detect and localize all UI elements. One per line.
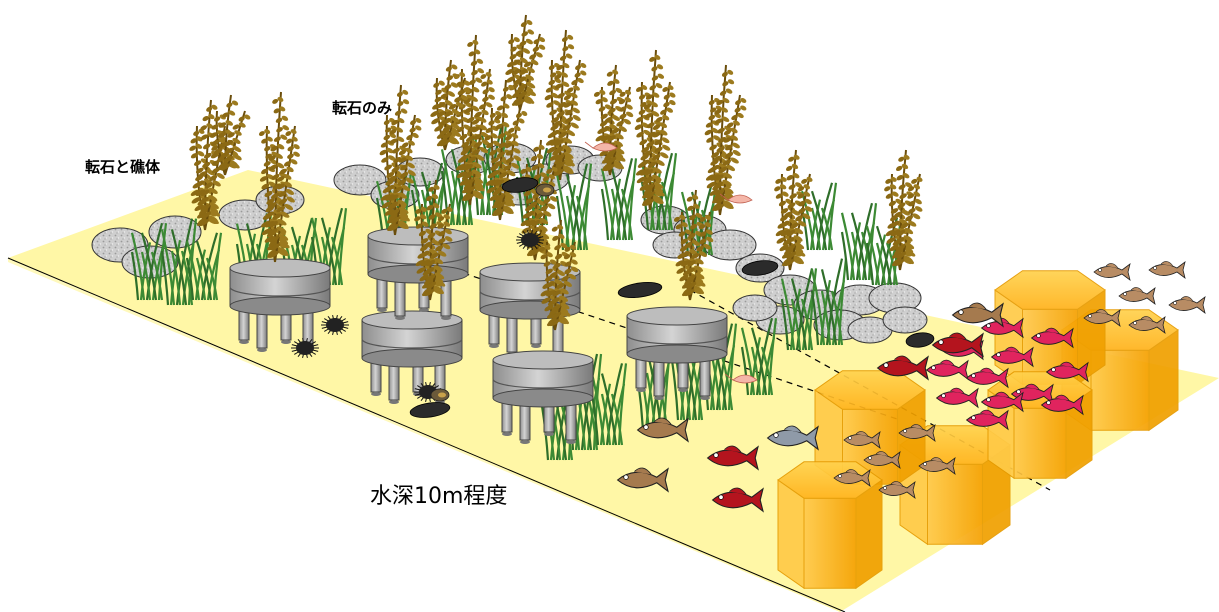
abalone-icon [430, 388, 450, 402]
rockfish-fish [898, 424, 936, 442]
sea-urchin-icon [321, 315, 349, 335]
flatfish-fish [876, 355, 929, 381]
brown-seaweed [544, 29, 587, 181]
hexagonal-block [777, 461, 883, 590]
rockfish-fish [1168, 296, 1206, 314]
seagrass-tuft [810, 258, 848, 346]
brown-seaweed [704, 64, 747, 216]
reef-block [361, 310, 463, 404]
reef-block [229, 258, 331, 352]
bottom-fish [636, 417, 689, 443]
shrimp-icon [584, 141, 618, 152]
brown-seaweed [414, 179, 453, 301]
rock [732, 294, 778, 322]
red-snapper-fish [965, 409, 1009, 431]
red-snapper-fish [965, 367, 1009, 389]
brown-seaweed [484, 79, 528, 221]
sea-urchin-icon [291, 338, 319, 358]
brown-seaweed [379, 84, 422, 236]
rockfish-fish [843, 431, 881, 449]
rockfish-fish [878, 481, 916, 499]
sea-cucumber-icon [905, 332, 935, 348]
brown-seaweed-group [189, 14, 923, 331]
rockfish-fish [1083, 309, 1121, 327]
red-snapper-fish [980, 317, 1024, 339]
brown-seaweed [258, 91, 300, 263]
red-snapper-fish [925, 359, 969, 381]
seagrass-tuft [600, 158, 638, 241]
rockfish-fish [1118, 287, 1156, 305]
reef-block [626, 306, 728, 400]
brown-seaweed [189, 99, 231, 231]
sea-cucumber-icon [617, 282, 663, 298]
seagrass-tuft [185, 232, 223, 301]
zone-label-rocks-only: 転石のみ [332, 99, 393, 117]
flatfish-fish [706, 445, 759, 471]
rock [882, 306, 928, 334]
brown-seaweed [884, 149, 923, 271]
rockfish-fish [1128, 316, 1166, 334]
red-snapper-fish [935, 387, 979, 409]
rockfish-fish [863, 451, 901, 469]
brown-seaweed [634, 49, 676, 211]
red-snapper-fish [990, 346, 1034, 368]
sea-cucumber-icon [409, 402, 451, 418]
sea-cucumber-icon [501, 177, 539, 193]
flatfish-fish [711, 487, 764, 513]
brown-seaweed [209, 94, 251, 176]
bottom-fish [766, 425, 819, 451]
water-depth-label: 水深10m程度 [370, 484, 508, 509]
zone-label-rocks-and-reef-blocks: 転石と礁体 [85, 158, 161, 176]
brown-seaweed [430, 59, 471, 151]
red-snapper-fish [980, 391, 1024, 413]
hexagonal-block-group [777, 270, 1179, 590]
rockfish-fish [1148, 261, 1186, 279]
bottom-fish [616, 467, 669, 493]
rockfish-fish [1093, 263, 1131, 281]
rockfish-fish [833, 469, 871, 487]
shrimp-icon [719, 193, 753, 204]
rockfish-fish [918, 457, 956, 475]
sea-urchin-icon [516, 230, 544, 250]
seagrass-tuft [740, 317, 778, 396]
shrimp-icon [724, 373, 758, 384]
rock [333, 164, 387, 196]
red-snapper-fish [1030, 327, 1074, 349]
seagrass-tuft [130, 222, 168, 301]
brown-seaweed [538, 219, 579, 331]
abalone-icon [535, 183, 555, 197]
bottom-fish [951, 302, 1004, 328]
seabed-front-edge [7, 257, 846, 612]
sea-cucumber-icon [741, 260, 779, 276]
brown-seaweed [774, 149, 813, 271]
brown-seaweed [673, 189, 714, 301]
red-snapper-fish [1040, 394, 1084, 416]
flatfish-fish [931, 332, 984, 358]
brown-seaweed [505, 14, 546, 111]
creature-group [291, 141, 1206, 513]
seagrass-tuft [310, 207, 348, 286]
red-snapper-fish [1045, 361, 1089, 383]
reef-block [492, 350, 594, 444]
